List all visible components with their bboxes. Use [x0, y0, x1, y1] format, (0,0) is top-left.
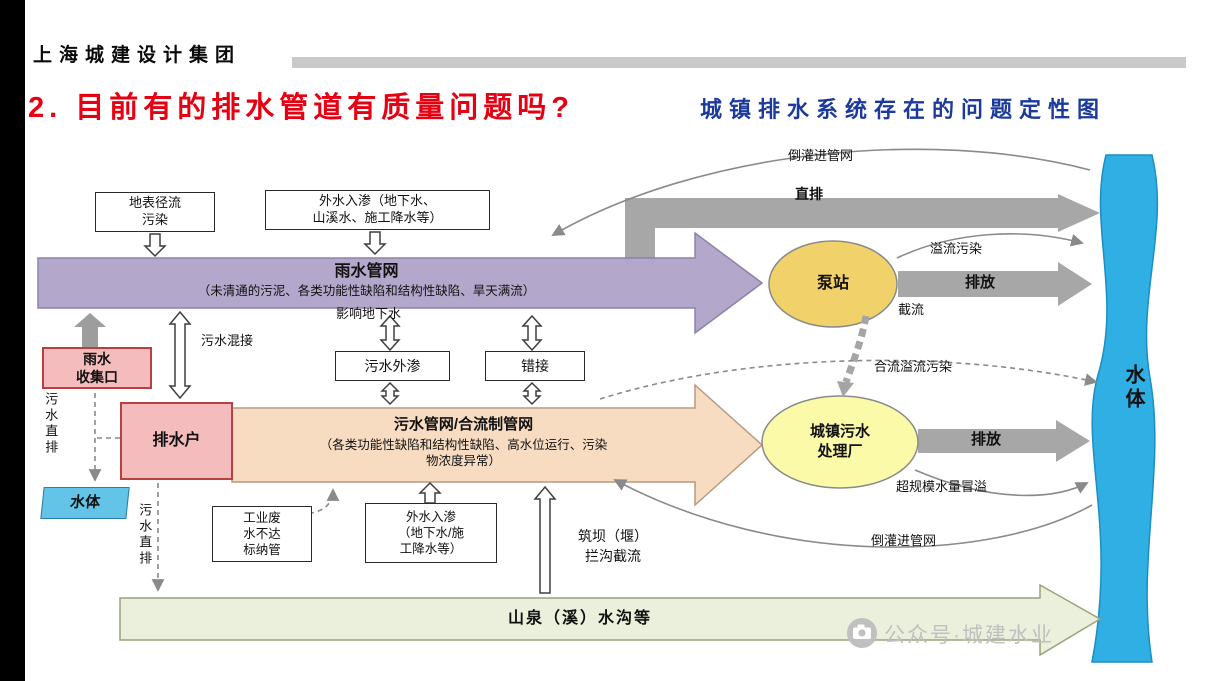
treatment-plant-line2: 处理厂: [817, 443, 863, 461]
double-arrow-leak-bottom: [380, 381, 400, 406]
overflow-curve: [896, 233, 1084, 259]
rain-network-title: 雨水管网: [334, 263, 399, 280]
pump-station-ellipse: [768, 240, 898, 328]
backflow-bottom-label: 倒灌进管网: [871, 533, 937, 548]
direct-discharge-label: 直排: [795, 186, 823, 202]
industrial-line1: 工业废: [243, 510, 281, 525]
mountain-stream-label: 山泉（溪）水沟等: [507, 610, 652, 627]
sewage-mix-label: 污水混接: [201, 333, 254, 348]
down-arrow-infiltration-top: [363, 231, 387, 256]
discharge-arrow-top: [898, 262, 1092, 306]
pump-station-label: 泵站: [816, 275, 849, 292]
sewage-network-title: 污水管网/合流制管网: [393, 416, 534, 433]
infiltration-top-line2: 山溪水、施工降水等）: [312, 210, 443, 225]
discharge-arrow-bottom: [918, 420, 1090, 462]
combined-overflow-curve: [599, 359, 1098, 400]
infiltration-bottom-line2: （地下水/施: [398, 525, 464, 540]
direct-discharge-arrowhead: [1058, 194, 1100, 232]
industrial-box: 工业废 水不达 标纳管: [212, 506, 312, 562]
intercept-label: 截流: [898, 302, 925, 317]
sewage-network-desc1: （各类功能性缺陷和结构性缺陷、高水位运行、污染: [319, 438, 608, 452]
diagram-title: 城镇排水系统存在的问题定性图: [700, 97, 1107, 122]
sewage-direct-left-label: 污水直排: [43, 392, 59, 456]
left-black-bar: [0, 0, 25, 681]
treatment-plant-ellipse: [761, 395, 919, 489]
surface-runoff-box: 地表径流 污染: [95, 192, 215, 232]
affect-groundwater-label: 影响地下水: [336, 306, 402, 321]
double-arrow-sewage-mix: [168, 310, 192, 400]
double-arrow-leak-top: [379, 314, 401, 352]
camera-icon: [847, 618, 877, 648]
rain-inlet-line1: 雨水: [83, 350, 111, 367]
backflow-bottom-curve: [613, 479, 1093, 548]
treatment-plant-line1: 城镇污水: [809, 423, 870, 440]
industrial-line3: 标纳管: [243, 543, 281, 558]
rain-inlet-up-arrow: [74, 313, 106, 347]
over-capacity-label: 超规模水量冒溢: [896, 479, 988, 494]
rain-inlet-line2: 收集口: [76, 369, 118, 385]
infiltration-top-line1: 外水入渗（地下水、: [318, 193, 436, 209]
watermark-text: 公众号·城建水业: [884, 624, 1054, 647]
overflow-pollution-label: 溢流污染: [930, 241, 983, 256]
infiltration-bottom-box: 外水入渗 （地下水/施 工降水等）: [365, 503, 497, 563]
dam-line2: 拦沟截流: [585, 548, 641, 565]
infiltration-top-box: 外水入渗（地下水、 山溪水、施工降水等）: [265, 190, 490, 230]
sewage-direct-mid-label: 污水直排: [137, 503, 153, 567]
discharge-bottom-label: 排放: [970, 431, 1001, 448]
overcapacity-curve: [914, 469, 1089, 497]
rain-network-desc: （未清通的污泥、各类功能性缺陷和结构性缺陷、旱天满流）: [197, 284, 536, 298]
double-arrow-wrong-bottom: [522, 381, 542, 406]
intercept-dashed-arrow: [842, 315, 870, 384]
sewage-network-arrow: [231, 383, 764, 507]
double-arrow-wrong-top: [521, 314, 543, 352]
surface-runoff-line2: 污染: [141, 212, 168, 227]
down-arrow-surface-runoff: [143, 233, 167, 258]
water-left-box: 水体: [40, 487, 130, 519]
wrong-connect-box: 错接: [485, 351, 585, 381]
sewage-leak-box: 污水外渗: [335, 351, 450, 381]
dam-line1: 筑坝（堰）: [578, 528, 648, 544]
backflow-top-label: 倒灌进管网: [788, 148, 854, 163]
water-body-shape: [1091, 154, 1159, 663]
intercept-arrowhead: [837, 381, 854, 397]
up-arrow-stream: [533, 485, 557, 594]
treatment-plant-label: 城镇污水 处理厂: [762, 422, 918, 463]
header-rule: [292, 57, 1186, 68]
dam-label: 筑坝（堰） 拦沟截流: [566, 526, 660, 567]
company-logo: 上海城建设计集团: [33, 45, 242, 66]
backflow-top-curve: [551, 148, 1091, 236]
sewage-network-desc2: 物浓度异常）: [425, 454, 501, 468]
discharger-box: 排水户: [120, 402, 233, 480]
discharge-top-label: 排放: [964, 274, 995, 291]
up-arrow-infiltration-bottom: [418, 481, 442, 504]
combined-overflow-label: 合流溢流污染: [874, 359, 953, 374]
rain-inlet-box: 雨水 收集口: [42, 347, 152, 389]
industrial-line2: 水不达: [243, 526, 281, 541]
infiltration-bottom-line3: 工降水等）: [399, 542, 463, 557]
surface-runoff-line1: 地表径流: [128, 195, 181, 211]
infiltration-bottom-line1: 外水入渗: [405, 509, 456, 524]
page-title: 2. 目前有的排水管道有质量问题吗?: [28, 92, 574, 124]
rain-network-arrow: [37, 231, 764, 335]
water-right-label: 水体: [1122, 364, 1144, 412]
